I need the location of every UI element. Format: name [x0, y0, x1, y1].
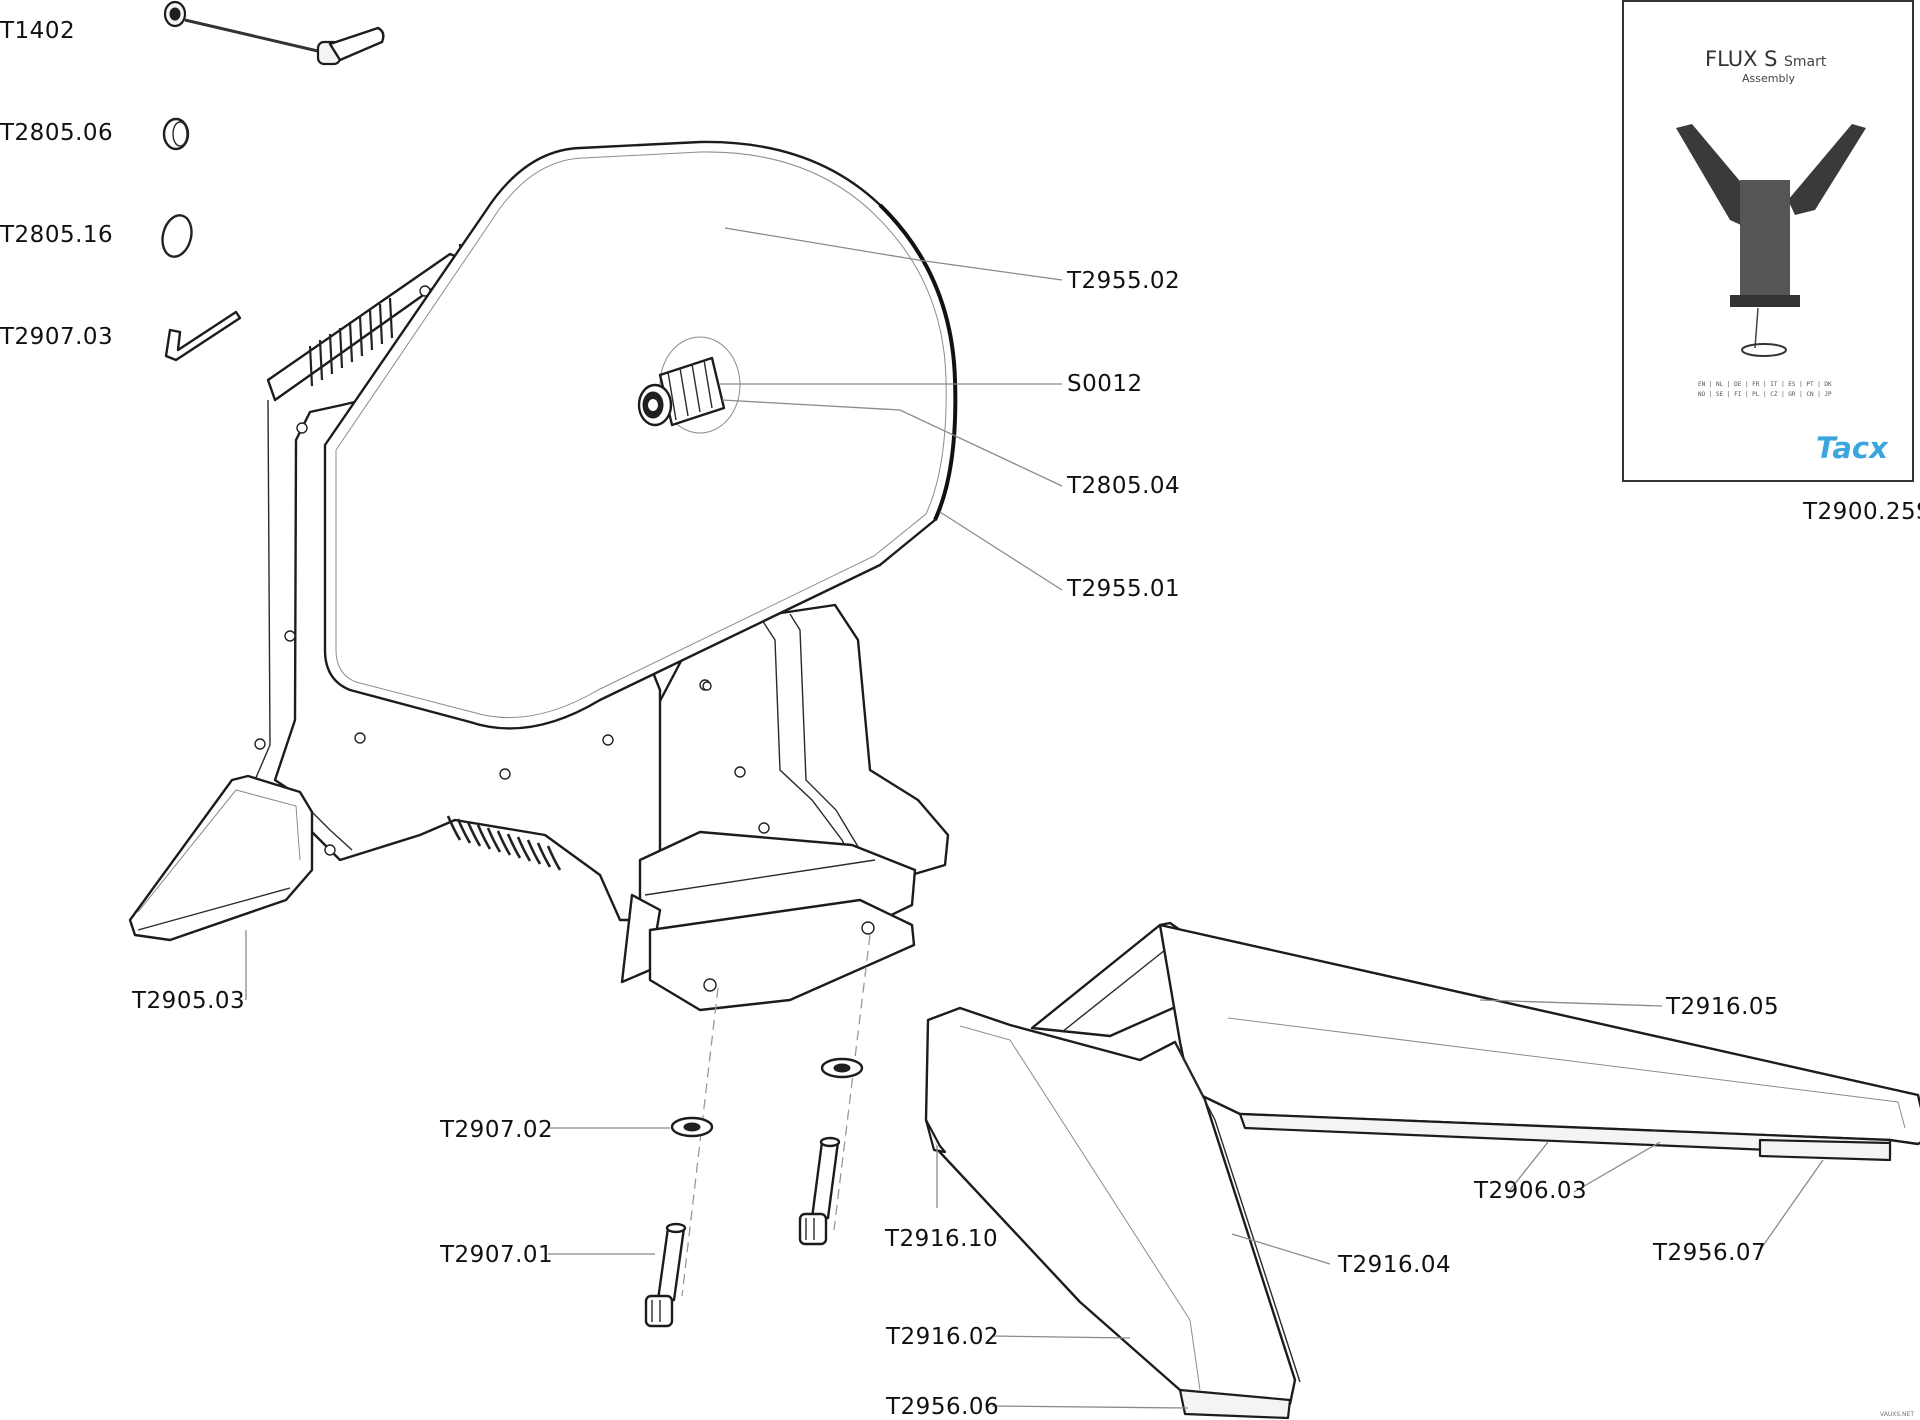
label-t2907-01: T2907.01 [439, 1242, 553, 1268]
flywheel-cover [323, 140, 958, 730]
label-t1402: T1402 [0, 18, 75, 44]
manual-trainer-illustration [1676, 124, 1866, 357]
label-t2956-07: T2956.07 [1652, 1240, 1766, 1266]
label-t2916-02: T2916.02 [885, 1324, 999, 1350]
bolt-icon [798, 1136, 841, 1246]
washer-icon [670, 1116, 714, 1138]
manual-subtitle: Assembly [1742, 72, 1796, 85]
label-t2907-03: T2907.03 [0, 324, 113, 350]
bolt-assembly [644, 934, 871, 1328]
label-t2805-04: T2805.04 [1066, 473, 1180, 499]
manual-title: FLUX S [1705, 47, 1778, 71]
part-labels: T1402 T2805.06 T2805.16 T2907.03 T2955.0… [0, 18, 1920, 1420]
label-t2805-06: T2805.06 [0, 120, 113, 146]
label-t2900-25s: T2900.25S [1802, 499, 1920, 525]
spacer-ring-icon [162, 117, 190, 151]
hex-key-icon [164, 310, 242, 362]
label-t2905-03: T2905.03 [131, 988, 245, 1014]
manual-languages-row-1: EN | NL | DE | FR | IT | ES | PT | DK [1698, 381, 1832, 388]
label-t2907-02: T2907.02 [439, 1117, 553, 1143]
label-t2916-05: T2916.05 [1665, 994, 1779, 1020]
axle-hub [637, 336, 741, 434]
label-s0012: S0012 [1067, 371, 1143, 397]
manual-title-suffix: Smart [1784, 54, 1827, 70]
watermark-credit: VAUXS.NET [1880, 1411, 1914, 1418]
front-leg [924, 921, 1920, 1420]
manual-languages-row-2: NO | SE | FI | PL | CZ | GR | CN | JP [1698, 391, 1832, 398]
washer-icon [820, 1057, 864, 1079]
label-t2916-04: T2916.04 [1337, 1252, 1451, 1278]
label-t2906-03: T2906.03 [1473, 1178, 1587, 1204]
assembly-manual: FLUX S Smart Assembly EN | NL | DE | FR … [1622, 0, 1914, 482]
label-t2955-01: T2955.01 [1066, 576, 1180, 602]
label-t2956-06: T2956.06 [885, 1394, 999, 1420]
rear-foot [128, 774, 314, 942]
label-t2916-10: T2916.10 [884, 1226, 998, 1252]
mounting-bracket [620, 830, 917, 1012]
leader-lines [245, 227, 1824, 1409]
screw-holes [254, 285, 770, 856]
quick-release-skewer-icon [163, 0, 385, 66]
tacx-logo: Tacx [1816, 431, 1889, 465]
bolt-icon [644, 1222, 687, 1328]
snap-ring-icon [161, 214, 193, 258]
label-t2805-16: T2805.16 [0, 222, 113, 248]
label-t2955-02: T2955.02 [1066, 268, 1180, 294]
